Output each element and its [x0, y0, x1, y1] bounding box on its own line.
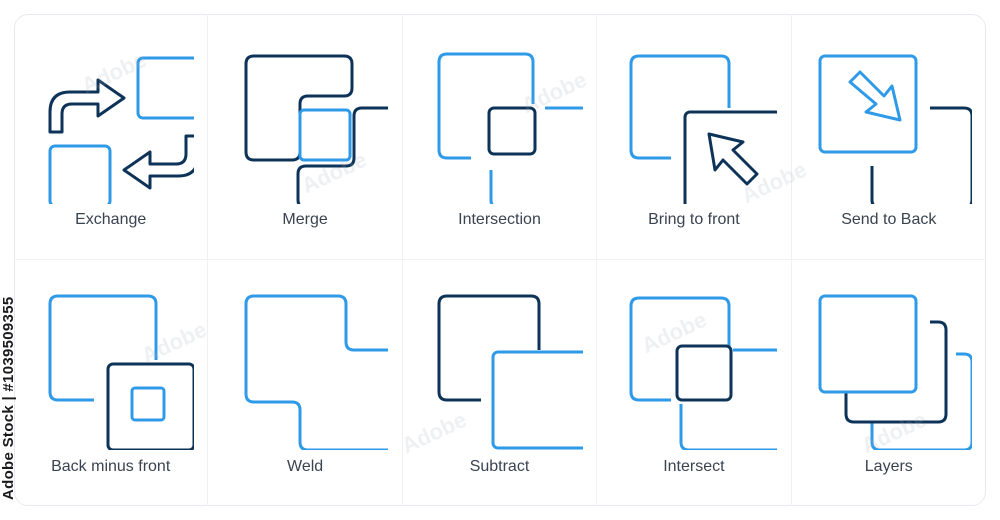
icon-label: Subtract	[469, 458, 530, 475]
exchange-icon	[48, 56, 194, 204]
icon-tile-intersect: Intersect	[597, 260, 792, 506]
icon-tile-back-minus-front: Back minus front	[14, 260, 209, 506]
icon-tile-layers: Layers	[792, 260, 986, 506]
icon-tile-intersection: Intersection	[402, 14, 598, 260]
icon-sheet-frame	[14, 14, 986, 506]
icon-label: Intersection	[458, 211, 541, 228]
icon-grid: Exchange Merge Intersection Bring to fro…	[14, 14, 986, 506]
subtract-icon	[437, 294, 583, 450]
icon-tile-bring-to-front: Bring to front	[597, 14, 792, 260]
icon-label: Merge	[282, 211, 328, 228]
stock-id-watermark: Adobe Stock | #1039509355	[0, 296, 17, 500]
icon-label: Exchange	[75, 211, 147, 228]
icon-label: Weld	[287, 458, 324, 475]
intersection-icon	[437, 52, 583, 204]
weld-icon	[244, 294, 389, 450]
layers-icon	[818, 294, 972, 450]
icon-label: Back minus front	[51, 458, 171, 475]
icon-label: Send to Back	[841, 211, 937, 228]
icon-tile-exchange: Exchange	[14, 14, 209, 260]
icon-label: Intersect	[663, 458, 725, 475]
merge-icon	[244, 54, 389, 204]
icon-tile-subtract: Subtract	[403, 260, 598, 506]
icon-tile-send-to-back: Send to Back	[791, 14, 986, 260]
icon-tile-merge: Merge	[208, 14, 403, 260]
intersect-icon	[629, 296, 778, 450]
bring-to-front-icon	[629, 54, 778, 204]
icon-tile-weld: Weld	[208, 260, 403, 506]
back-minus-front-icon	[48, 294, 194, 450]
icon-label: Bring to front	[648, 211, 740, 228]
icon-label: Layers	[864, 458, 913, 475]
send-to-back-icon	[818, 54, 972, 204]
